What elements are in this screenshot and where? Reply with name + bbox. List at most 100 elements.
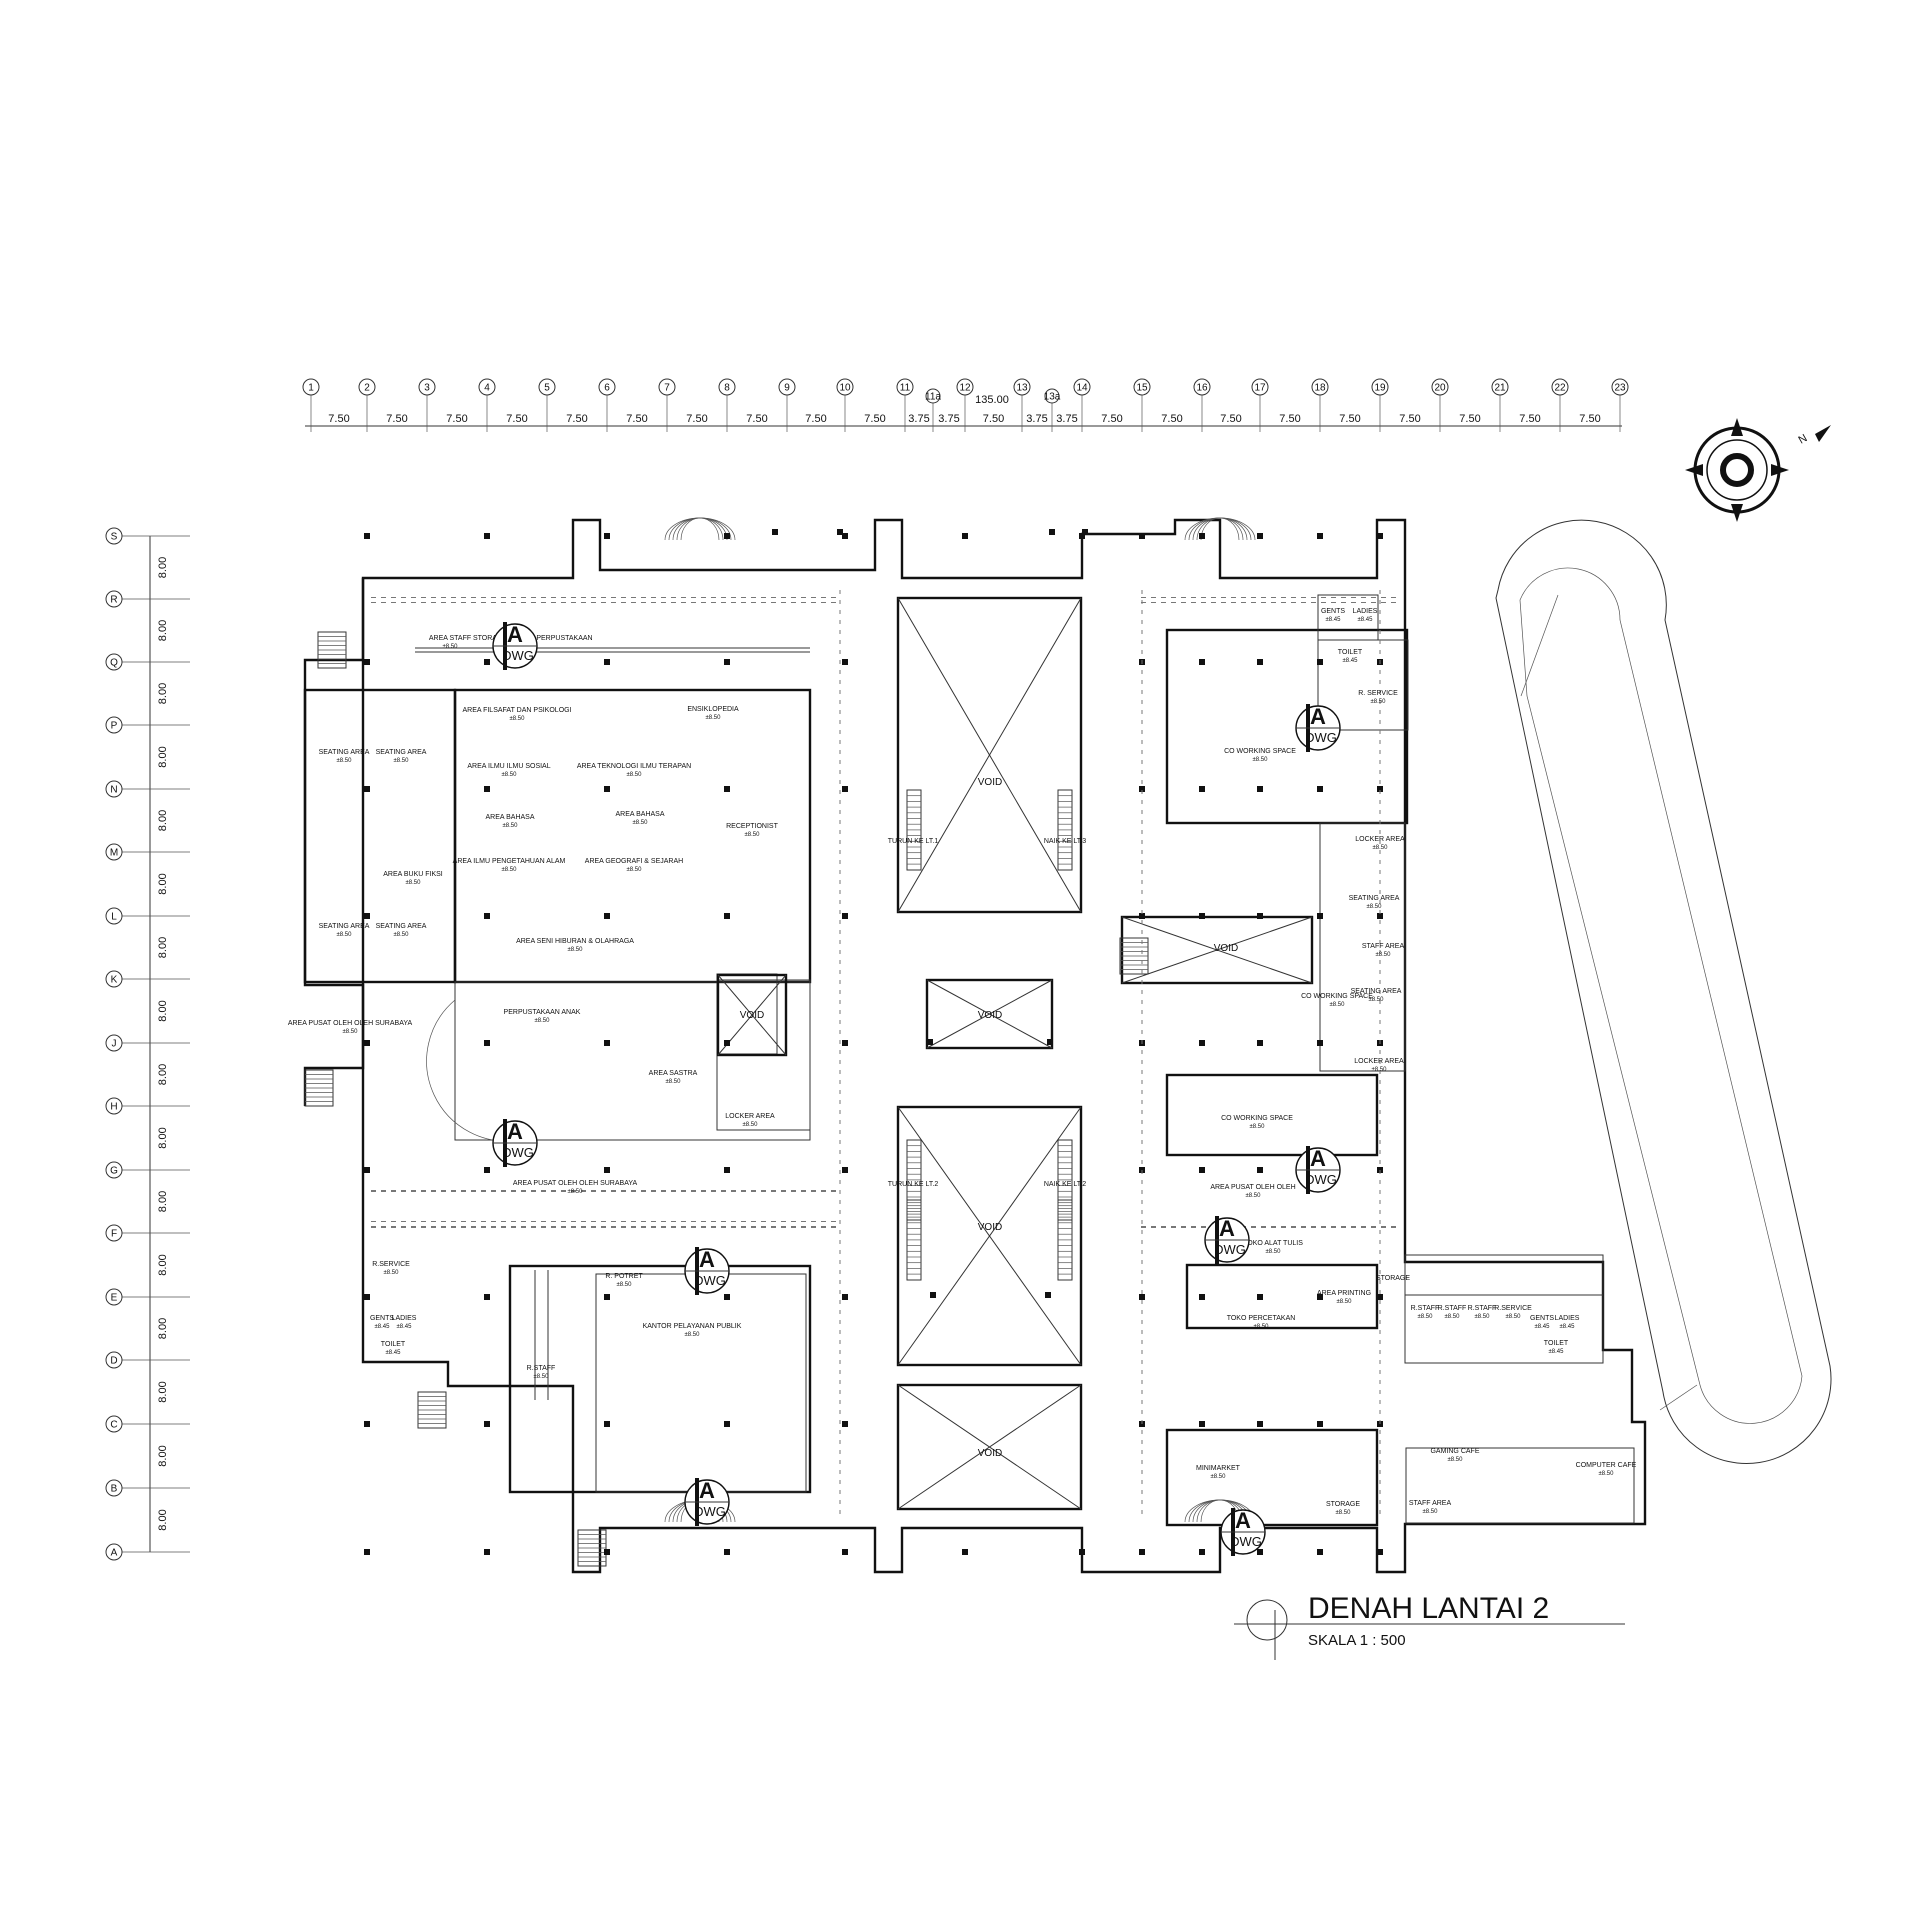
straight-stair [417,1391,447,1429]
room-level: ±8.50 [1475,1314,1491,1320]
grid-bubble-col [538,378,556,396]
grid-label-row: S [111,532,118,543]
grid-bubble-col [896,378,914,396]
column [364,1421,370,1427]
column [842,1167,848,1173]
row-spacing: 8.00 [157,1254,169,1275]
column [962,533,968,539]
room-level: ±8.45 [375,1324,391,1330]
void-right [1120,915,1314,985]
grid-label-col: 5 [544,383,550,394]
room-level: ±8.50 [1250,1124,1266,1130]
row-spacing: 8.00 [157,1064,169,1085]
grid-bubble-col [302,378,320,396]
column [1079,533,1085,539]
room-label: LOCKER AREA±8.50 [1355,836,1405,851]
column [1257,659,1263,665]
column [842,659,848,665]
room-label: LADIES±8.45 [1353,608,1378,623]
room-label: R.SERVICE±8.50 [372,1261,410,1276]
grid-bubble-col [1251,378,1269,396]
room-level: ±8.50 [706,715,722,721]
column [364,913,370,919]
column [1257,1294,1263,1300]
column [1199,913,1205,919]
void-center [896,1105,1083,1367]
room-name: AREA PUSAT OLEH OLEH SURABAYA [513,1180,638,1187]
room-level: ±8.50 [666,1079,682,1085]
grid-label-col: 15 [1136,383,1148,394]
grid-bubble-col [358,378,376,396]
section-letter: A [1310,704,1326,729]
column [364,1549,370,1555]
grid-label-col: 4 [484,383,490,394]
grid-bubble-col [1013,378,1031,396]
section-code: DWG [1305,730,1337,745]
room-name: TOILET [381,1341,406,1348]
room-level: ±8.50 [535,1018,551,1024]
column [1377,1294,1383,1300]
room-name: AREA GEOGRAFI & SEJARAH [585,858,683,865]
section-code: DWG [1230,1534,1262,1549]
column-spacing: 7.50 [1220,413,1241,425]
room-level: ±8.45 [1549,1349,1565,1355]
column [1257,913,1263,919]
room-label: LOCKER AREA±8.50 [725,1113,775,1128]
column [724,1294,730,1300]
column-spacing: 3.75 [1056,413,1077,425]
room-name: STORAGE [1376,1275,1410,1282]
room-level: ±8.50 [1599,1471,1615,1477]
void-bottom [896,1383,1083,1511]
room-name: AREA ILMU ILMU SOSIAL [467,763,550,770]
void-label: VOID [978,1448,1002,1459]
column-spacing: 3.75 [938,413,959,425]
room-name: PERPUSTAKAAN ANAK [504,1009,581,1016]
room-name: GAMING CAFE [1430,1448,1479,1455]
row-spacing: 8.00 [157,620,169,641]
column [484,659,490,665]
room-name: TOKO PERCETAKAN [1227,1315,1296,1322]
column [1317,1421,1323,1427]
room-label: SEATING AREA±8.50 [376,923,427,938]
room-name: LOCKER AREA [1354,1058,1404,1065]
room-name: SEATING AREA [1351,988,1402,995]
room-name: GENTS [370,1315,394,1322]
column [1317,1549,1323,1555]
dotted-grid-row [1140,1223,1400,1229]
column [604,786,610,792]
room-name: R.STAFF [527,1365,556,1372]
room-label: AREA BAHASA±8.50 [485,814,534,829]
column [1257,1549,1263,1555]
column [962,1549,968,1555]
room-label: TOILET±8.45 [381,1341,406,1356]
column [724,913,730,919]
column [364,1294,370,1300]
grid-bubble-row [105,843,123,861]
row-spacing: 8.00 [157,683,169,704]
grid-label-row: D [110,1356,117,1367]
room-name: SEATING AREA [319,923,370,930]
row-spacing: 8.00 [157,937,169,958]
straight-stair [317,631,347,669]
room-name: AREA SASTRA [649,1070,698,1077]
column [1139,786,1145,792]
room-name: STORAGE [473,635,507,642]
grid-label-col: 13 [1016,383,1028,394]
column [484,1167,490,1173]
column-spacing: 7.50 [1579,413,1600,425]
ramp-outline [1495,519,1832,1464]
row-spacing: 8.00 [157,1381,169,1402]
row-spacing: 8.00 [157,1191,169,1212]
grid-label-row: Q [110,658,118,669]
room-label: LOCKER AREA±8.50 [1354,1058,1404,1073]
room-label: AREA PUSAT OLEH OLEH SURABAYA±8.50 [513,1180,638,1195]
room-name: R. PERPUSTAKAAN [527,635,592,642]
grid-bubble-row [105,1224,123,1242]
column-spacing: 7.50 [805,413,826,425]
column [724,533,730,539]
room-label: LADIES±8.45 [392,1315,417,1330]
room-level: ±8.50 [502,867,518,873]
room-label: AREA PUSAT OLEH OLEH±8.50 [1210,1184,1295,1199]
